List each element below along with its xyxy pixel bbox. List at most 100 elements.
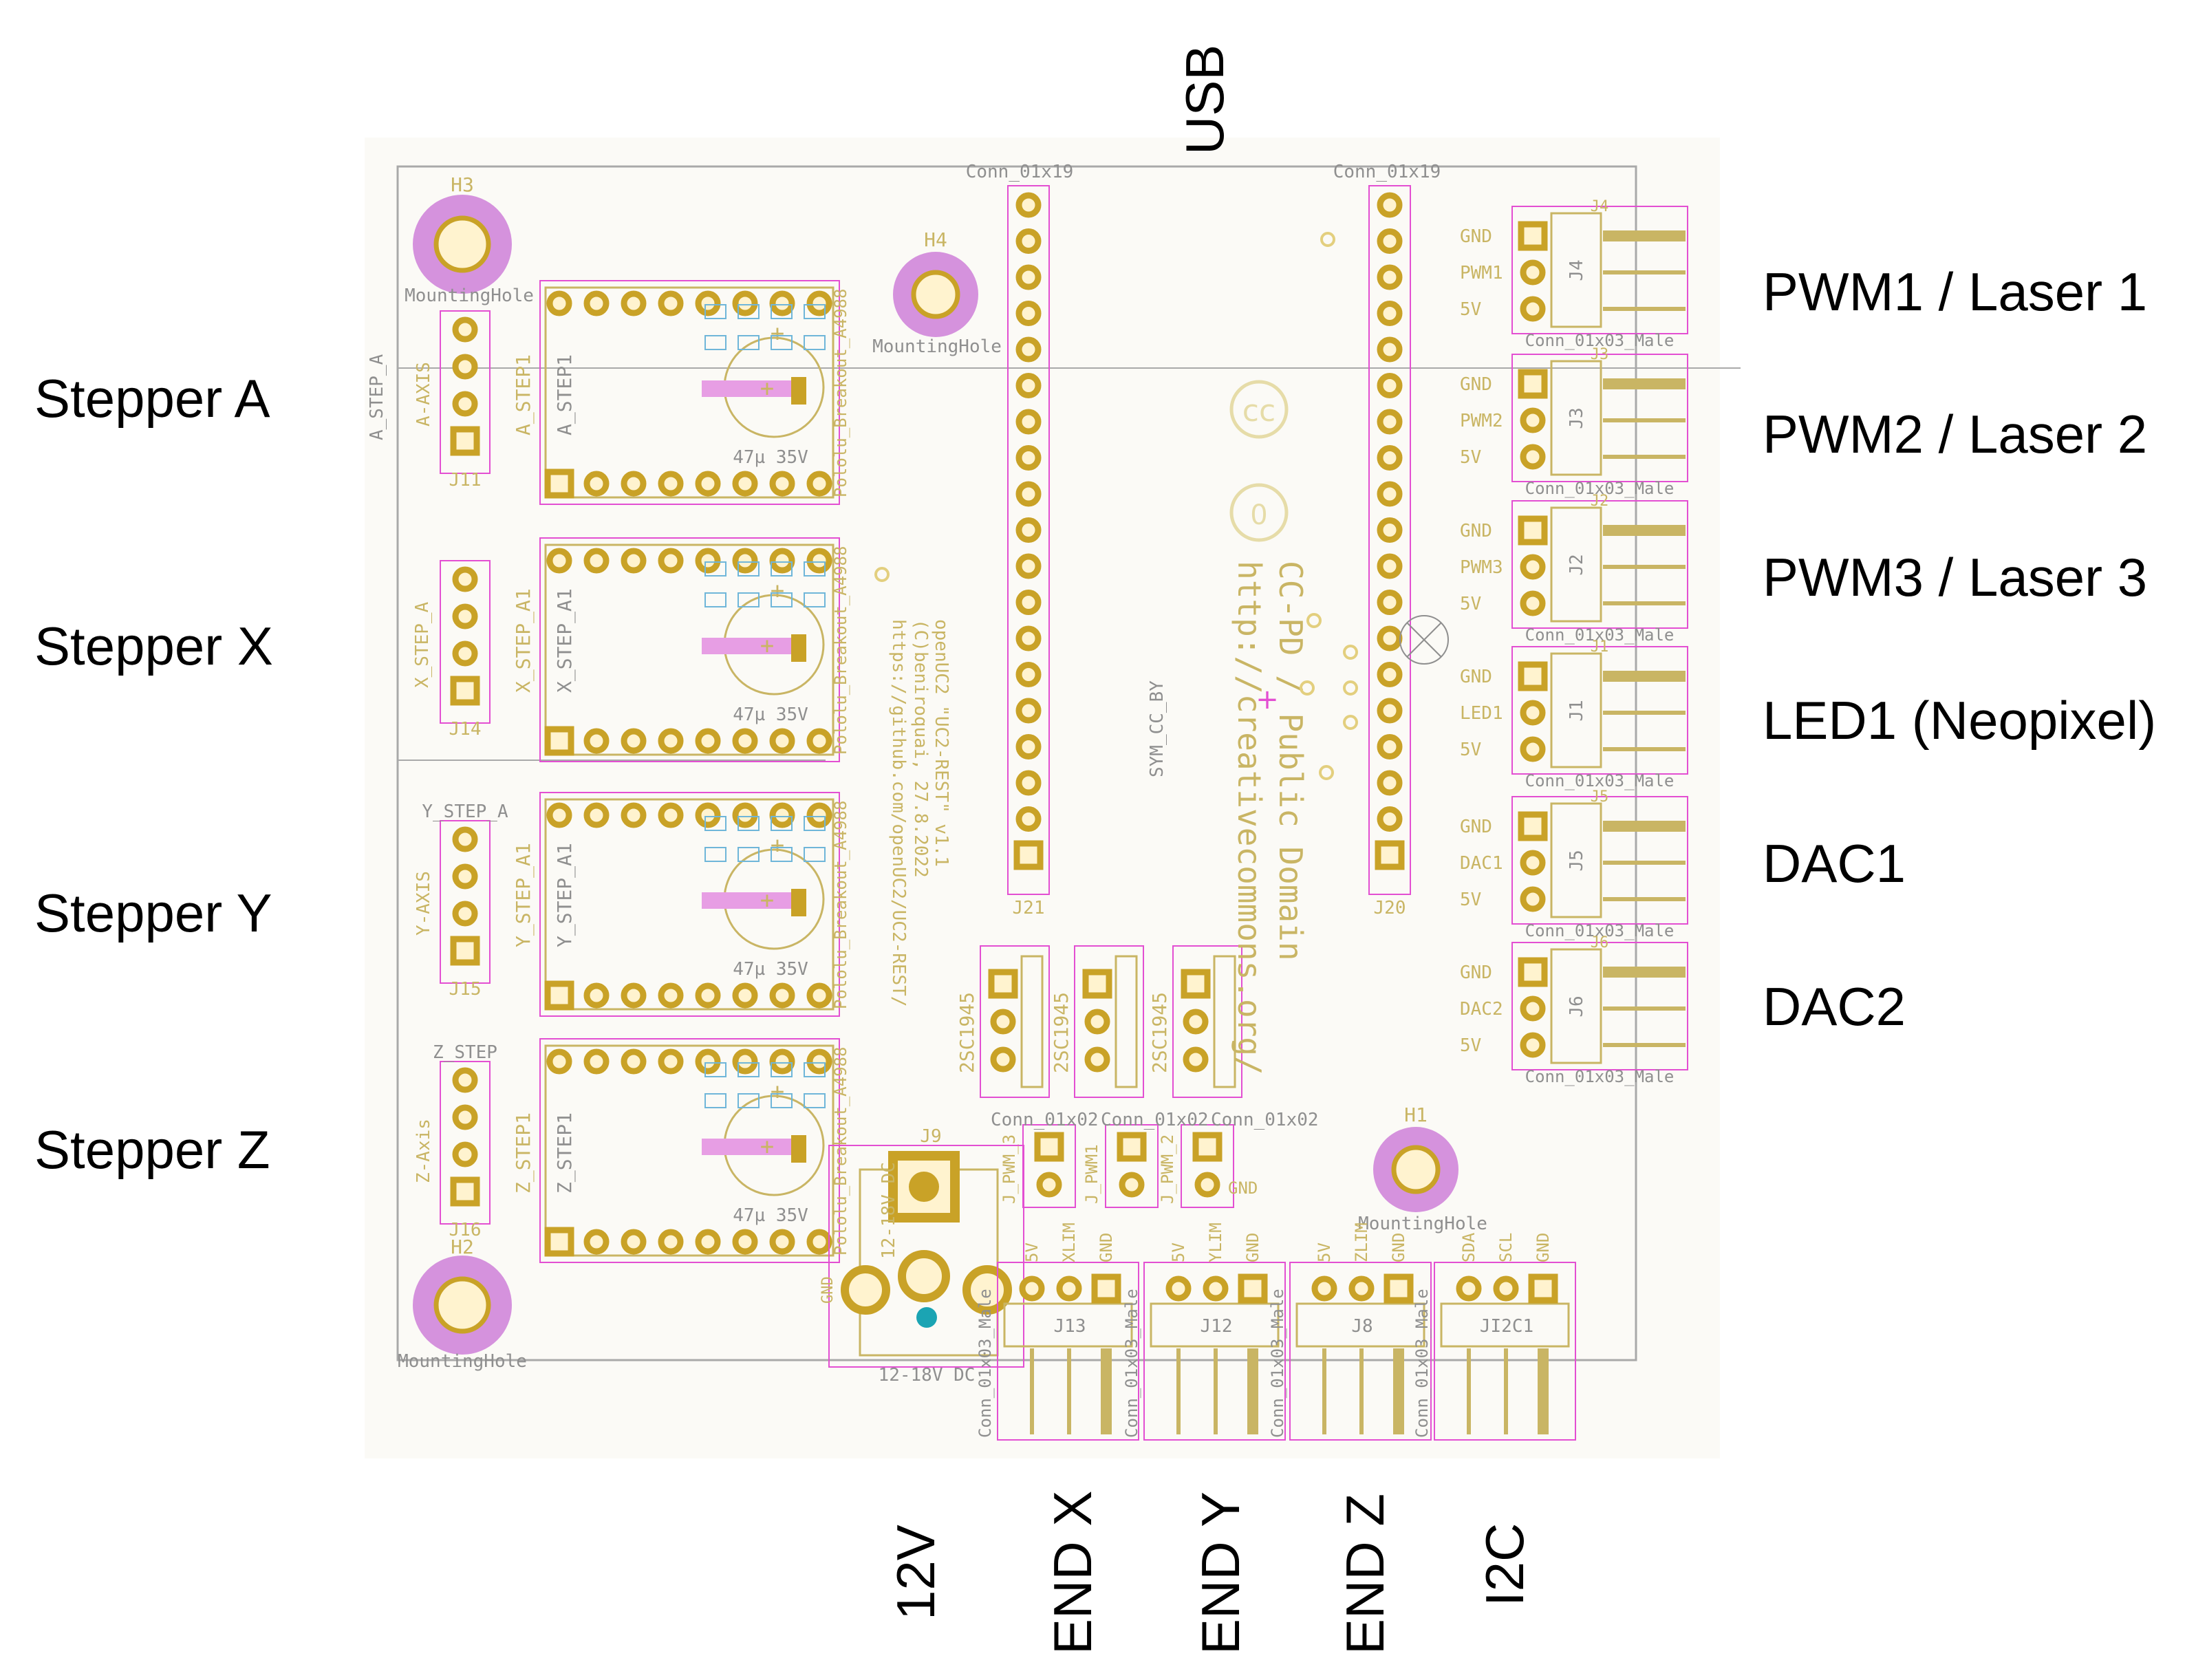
pad: [1377, 517, 1403, 543]
pad: [452, 1104, 478, 1130]
pad: [1203, 1275, 1229, 1302]
label-led1: LED1 (Neopixel): [1763, 690, 2157, 751]
pad: [546, 1048, 572, 1075]
pad-square: [1528, 1273, 1558, 1304]
pad: [1377, 373, 1403, 398]
svg-text:cc: cc: [1242, 394, 1275, 429]
pad: [1311, 1275, 1337, 1302]
axis-connector-x: X_STEP_A J14: [412, 560, 491, 740]
svg-text:PWM2: PWM2: [1460, 411, 1503, 431]
pad: [658, 471, 684, 497]
svg-text:+: +: [760, 632, 774, 660]
pad-square: [450, 676, 480, 706]
transistor-2: 2SC1945: [1050, 945, 1144, 1098]
label-pwm2: PWM2 / Laser 2: [1763, 404, 2148, 464]
pad: [621, 982, 647, 1009]
pad: [658, 802, 684, 828]
pad: [658, 548, 684, 574]
pad: [1183, 1046, 1209, 1073]
pad: [695, 802, 721, 828]
pad: [452, 1067, 478, 1093]
pad-square: [1518, 221, 1548, 251]
svg-text:J5: J5: [1567, 850, 1587, 871]
svg-text:J1: J1: [1591, 638, 1609, 656]
pad-square: [988, 969, 1018, 999]
cc-logo: cc 0 CC-PD / Public Domain http://creati…: [1147, 380, 1449, 1075]
pad-square: [1013, 840, 1044, 870]
pad: [1377, 481, 1403, 507]
svg-text:(C)beniroquai, 27.8.2022: (C)beniroquai, 27.8.2022: [910, 619, 931, 878]
svg-text:GND: GND: [819, 1276, 837, 1304]
svg-text:J2: J2: [1591, 493, 1609, 510]
pad: [695, 471, 721, 497]
pad: [1119, 1172, 1145, 1198]
pad: [583, 1048, 610, 1075]
svg-text:5V: 5V: [1460, 740, 1481, 760]
pad: [1194, 1172, 1220, 1198]
svg-text:http://creativecommons.org/: http://creativecommons.org/: [1231, 561, 1268, 1075]
pad: [1015, 517, 1042, 543]
pad-square: [450, 1176, 480, 1207]
svg-text:GND: GND: [1460, 521, 1492, 541]
svg-text:5V: 5V: [1169, 1242, 1188, 1262]
transistor-3: 2SC1945: [1148, 945, 1242, 1098]
label-end-z: END Z: [1335, 1494, 1395, 1655]
svg-text:Conn_01x03_Male: Conn_01x03_Male: [1122, 1289, 1141, 1438]
svg-text:12-18V DC: 12-18V DC: [879, 1365, 976, 1386]
svg-text:MountingHole: MountingHole: [1358, 1214, 1487, 1234]
pad: [1377, 806, 1403, 832]
svg-text:Conn_01x03_Male: Conn_01x03_Male: [1412, 1289, 1432, 1438]
svg-text:A_STEP1: A_STEP1: [512, 354, 535, 435]
pad: [452, 863, 478, 890]
svg-text:Conn_01x19: Conn_01x19: [1333, 162, 1441, 182]
label-stepper-a: Stepper A: [34, 368, 270, 429]
svg-text:A-AXIS: A-AXIS: [413, 362, 434, 427]
pad: [452, 901, 478, 927]
pad: [1520, 259, 1546, 286]
pad: [990, 1046, 1016, 1073]
label-stepper-x: Stepper X: [34, 616, 273, 676]
pad: [769, 471, 795, 497]
svg-text:47µ 35V: 47µ 35V: [733, 704, 808, 725]
pad: [621, 548, 647, 574]
svg-text:H2: H2: [451, 1236, 474, 1258]
mounting-hole-h3: H3 MountingHole: [405, 173, 534, 306]
pad: [806, 1229, 832, 1255]
pad-square: [1518, 957, 1548, 987]
mounting-hole-h4: H4 MountingHole: [872, 228, 1002, 357]
pad: [1377, 445, 1403, 471]
svg-text:J15: J15: [449, 979, 482, 1000]
pad: [452, 826, 478, 852]
pad-square: [1181, 969, 1211, 999]
pad-square: [1117, 1132, 1147, 1162]
svg-text:J9: J9: [920, 1126, 941, 1147]
pad: [1520, 554, 1546, 580]
pad: [546, 290, 572, 316]
svg-text:Y_STEP_A1: Y_STEP_A1: [512, 843, 535, 947]
svg-text:Conn_01x03_Male: Conn_01x03_Male: [976, 1289, 995, 1438]
pad: [1015, 264, 1042, 290]
svg-text:Y-AXIS: Y-AXIS: [413, 871, 434, 936]
svg-text:J20: J20: [1374, 898, 1406, 918]
svg-text:2SC1945: 2SC1945: [1148, 992, 1171, 1073]
label-end-x: END X: [1042, 1490, 1103, 1655]
label-usb: USB: [1174, 44, 1235, 155]
svg-text:47µ 35V: 47µ 35V: [733, 1205, 808, 1226]
svg-text:MountingHole: MountingHole: [398, 1351, 527, 1372]
pad: [806, 471, 832, 497]
pad: [452, 391, 478, 417]
pad-square: [1238, 1273, 1268, 1304]
svg-text:PWM1: PWM1: [1460, 263, 1503, 283]
pad: [1015, 770, 1042, 796]
svg-text:Z_STEP1: Z_STEP1: [512, 1112, 535, 1194]
svg-text:Conn_01x03_Male: Conn_01x03_Male: [1268, 1289, 1287, 1438]
svg-text:DAC2: DAC2: [1460, 999, 1503, 1020]
pad: [1377, 228, 1403, 254]
pad-square: [1375, 840, 1405, 870]
pad: [1377, 590, 1403, 615]
pad: [546, 548, 572, 574]
